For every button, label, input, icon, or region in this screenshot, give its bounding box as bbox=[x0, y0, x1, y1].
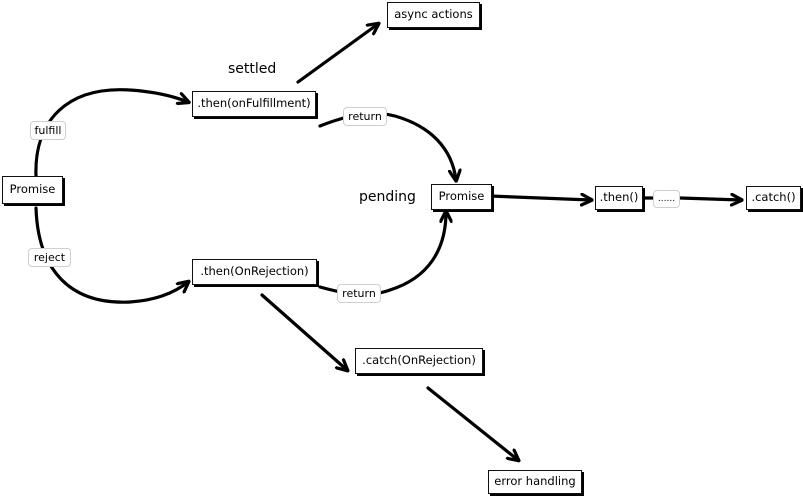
edge-ellipsis-to-catch bbox=[678, 198, 741, 200]
promise-start-node: Promise bbox=[2, 176, 63, 204]
edge-promise-to-then bbox=[488, 196, 591, 200]
promise-pending-node: Promise bbox=[431, 184, 492, 210]
then-rejection-node: .then(OnRejection) bbox=[192, 259, 317, 285]
return-top-label: return bbox=[343, 107, 387, 126]
pending-state-label: pending bbox=[359, 189, 416, 205]
async-actions-node: async actions bbox=[387, 2, 480, 28]
edge-return-top bbox=[318, 112, 456, 180]
error-handling-node: error handling bbox=[488, 470, 582, 494]
return-bottom-label: return bbox=[337, 284, 381, 303]
settled-state-label: settled bbox=[228, 61, 277, 77]
reject-label: reject bbox=[28, 248, 71, 267]
edge-catch-to-error bbox=[426, 386, 518, 460]
fulfill-label: fulfill bbox=[30, 121, 66, 140]
edge-return-bottom bbox=[318, 212, 446, 296]
ellipsis-node: ...... bbox=[653, 190, 680, 208]
edge-reject bbox=[34, 206, 188, 304]
then-chain-node: .then() bbox=[595, 186, 643, 210]
edge-rejection-to-catch bbox=[260, 293, 347, 370]
then-fulfillment-node: .then(onFulfillment) bbox=[192, 91, 316, 117]
catch-rejection-node: .catch(OnRejection) bbox=[355, 348, 483, 374]
edge-settled-to-async bbox=[296, 24, 378, 84]
catch-chain-node: .catch() bbox=[746, 186, 801, 210]
